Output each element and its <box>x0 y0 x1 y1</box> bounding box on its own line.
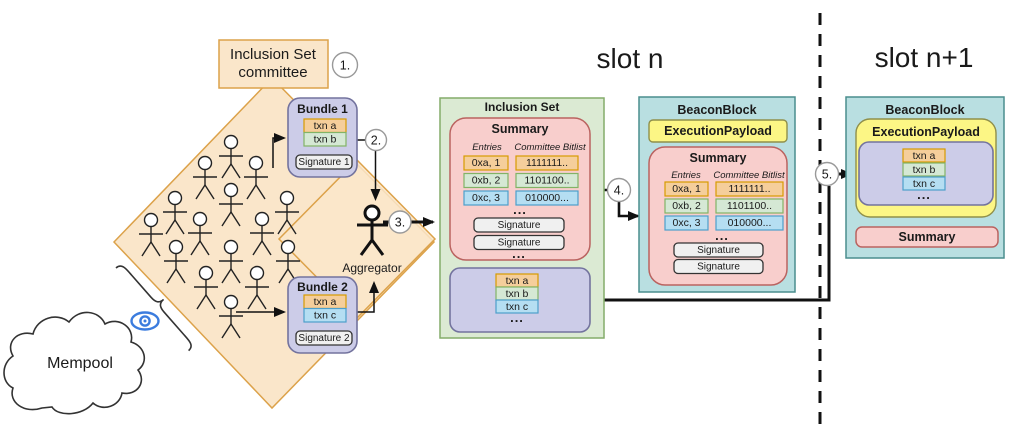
committee-diamond <box>112 76 437 410</box>
committee-label-line1: Inclusion Set <box>230 46 317 63</box>
signature-box: Signature <box>498 238 541 249</box>
inclusion-set-title: Inclusion Set <box>485 100 560 114</box>
inclusion-set-summary: Summary Entries Committee Bitlist 0xa, 1… <box>449 117 591 261</box>
bitlist-cell: 010000... <box>728 217 772 229</box>
signature-box: Signature <box>498 220 541 231</box>
step-2-label: 2. <box>371 134 381 148</box>
step-2-circle <box>364 128 388 152</box>
bitlist-cell: 1111111.. <box>526 157 568 169</box>
bitlist-cell: 1101100.. <box>524 175 569 187</box>
slot-n1-summary-label: Summary <box>899 230 956 244</box>
step-5-label: 5. <box>822 168 832 182</box>
entry-cell: 0xc, 3 <box>672 217 700 229</box>
rows-ellipsis: ... <box>513 202 527 217</box>
beacon-block-title: BeaconBlock <box>885 103 964 117</box>
eye-icon <box>130 311 160 331</box>
summary-title: Summary <box>492 122 549 136</box>
slot-n-beacon-block: BeaconBlock ExecutionPayload Summary Ent… <box>638 96 796 293</box>
txn-a-label: txn a <box>913 150 936 162</box>
txn-c-label: txn c <box>314 310 336 322</box>
slot-n1-txn-list: txn a txn b txn c ... <box>858 141 994 206</box>
step-4-label: 4. <box>614 184 624 198</box>
bitlist-cell: 010000... <box>525 192 569 204</box>
execution-payload-title: ExecutionPayload <box>664 124 772 138</box>
entry-cell: 0xb, 2 <box>472 175 501 187</box>
slot-n1-title: slot n+1 <box>875 42 974 73</box>
bundle-1-title: Bundle 1 <box>297 102 348 116</box>
committee-label-line2: committee <box>238 64 307 81</box>
signature-box: Signature <box>697 245 740 256</box>
txn-a-label: txn a <box>506 275 529 287</box>
step-3-circle <box>388 210 412 234</box>
bundle-2-signature: Signature 2 <box>298 333 350 344</box>
mempool-label: Mempool <box>47 355 113 372</box>
txn-ellipsis: ... <box>510 310 524 325</box>
step-1-circle <box>331 51 359 79</box>
bitlist-column-label: Committee Bitlist <box>514 142 586 153</box>
txn-b-label: txn b <box>913 164 936 176</box>
cloud-shape <box>3 311 146 415</box>
bundle-2-title: Bundle 2 <box>297 280 348 294</box>
txn-b-box <box>303 131 347 147</box>
txn-b-label: txn b <box>314 134 337 146</box>
watch-brace <box>115 265 192 352</box>
step-5-circle <box>814 161 840 187</box>
bundle-1: Bundle 1 txn a txn b Signature 1 <box>287 97 358 178</box>
slot-n-summary: Summary Entries Committee Bitlist 0xa, 1… <box>648 146 788 286</box>
inclusion-set-box: Inclusion Set Summary Entries Committee … <box>439 97 605 339</box>
execution-payload-title: ExecutionPayload <box>872 125 980 139</box>
entry-cell: 0xa, 1 <box>472 157 501 169</box>
txn-c-label: txn c <box>913 178 935 190</box>
entry-cell: 0xc, 3 <box>472 192 500 204</box>
step-3-label: 3. <box>395 216 405 230</box>
step-1-label: 1. <box>340 59 350 73</box>
inclusion-set-txn-list: txn a txn b txn c ... <box>449 267 591 333</box>
txn-ellipsis: ... <box>917 187 931 202</box>
aggregator-label: Aggregator <box>342 261 401 275</box>
txn-b-label: txn b <box>506 288 529 300</box>
entry-cell: 0xb, 2 <box>672 200 701 212</box>
summary-title: Summary <box>690 151 747 165</box>
bundle-2: Bundle 2 txn a txn c Signature 2 <box>287 276 358 354</box>
committee-label-box: Inclusion Set committee <box>218 39 329 89</box>
mempool-cloud: Mempool <box>3 311 146 415</box>
txn-a-label: txn a <box>314 296 337 308</box>
signature-box: Signature <box>697 262 740 273</box>
entries-column-label: Entries <box>671 170 701 181</box>
bitlist-cell: 1111111.. <box>728 183 770 195</box>
bitlist-cell: 1101100.. <box>727 200 772 212</box>
entry-cell: 0xa, 1 <box>672 183 701 195</box>
slot-n1-beacon-block: BeaconBlock ExecutionPayload txn a txn b… <box>845 96 1005 259</box>
bundle-1-signature: Signature 1 <box>298 157 350 168</box>
bitlist-column-label: Committee Bitlist <box>713 170 785 181</box>
beacon-block-title: BeaconBlock <box>677 103 756 117</box>
step-4-circle <box>606 177 632 203</box>
txn-a-label: txn a <box>314 120 337 132</box>
rows-ellipsis: ... <box>715 228 729 243</box>
entries-column-label: Entries <box>472 142 502 153</box>
txn-c-box <box>303 307 347 323</box>
signatures-ellipsis: ... <box>512 246 526 261</box>
slot-n-title: slot n <box>597 43 664 74</box>
aggregator-icon <box>357 204 388 256</box>
txn-c-label: txn c <box>506 301 528 313</box>
step-circles: 1. 2. 3. 4. 5. <box>331 51 840 234</box>
